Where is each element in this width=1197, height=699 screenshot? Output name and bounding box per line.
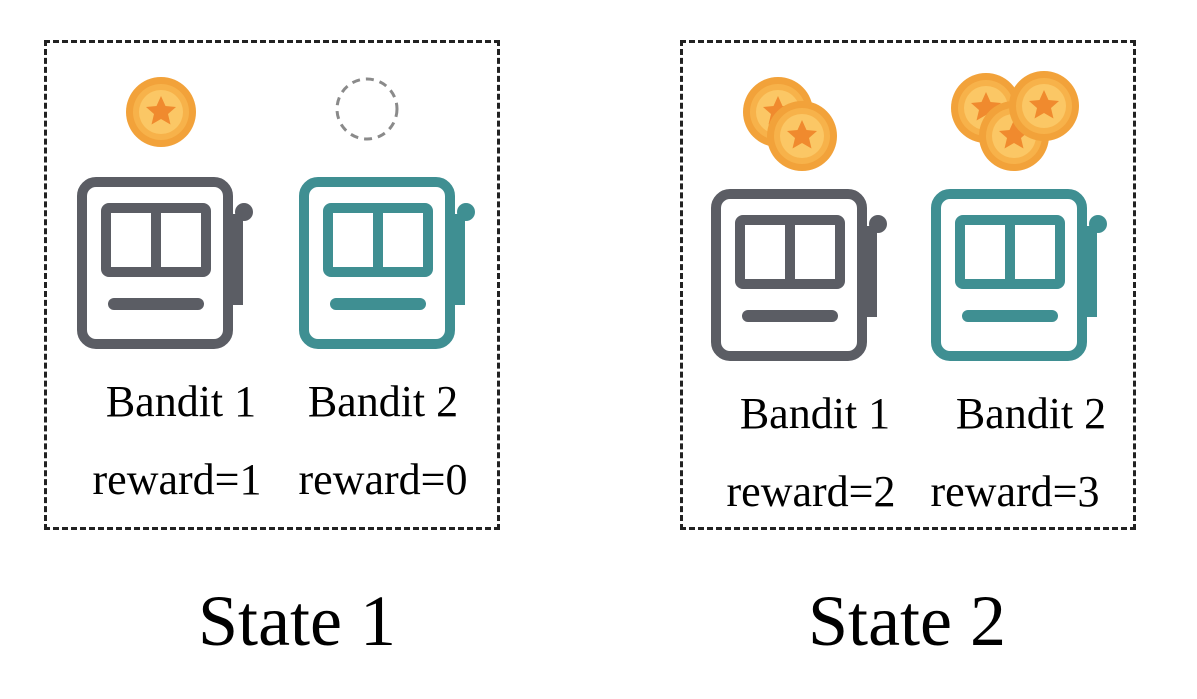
state-2-box (680, 40, 1136, 530)
slot-machine-icon-bandit-1 (711, 189, 888, 361)
coin-icon (766, 100, 838, 172)
coin-icon (125, 76, 197, 148)
reward-text: reward=3 (930, 467, 1100, 516)
reward-text: reward=1 (92, 455, 262, 504)
slot-machine-icon-bandit-1 (77, 177, 254, 349)
reward-text: reward=2 (726, 467, 896, 516)
empty-coin-placeholder-icon (335, 77, 399, 141)
bandit-label: Bandit 1 (105, 377, 257, 426)
state-title: State 2 (808, 581, 1006, 661)
bandit-label: Bandit 2 (955, 389, 1107, 438)
slot-machine-icon-bandit-2 (299, 177, 476, 349)
coin-icon (1008, 70, 1080, 142)
bandit-label: Bandit 2 (307, 377, 459, 426)
state-title: State 1 (198, 581, 396, 661)
reward-text: reward=0 (298, 455, 468, 504)
slot-machine-icon-bandit-2 (931, 189, 1108, 361)
state-1-box (44, 40, 500, 530)
bandit-label: Bandit 1 (739, 389, 891, 438)
